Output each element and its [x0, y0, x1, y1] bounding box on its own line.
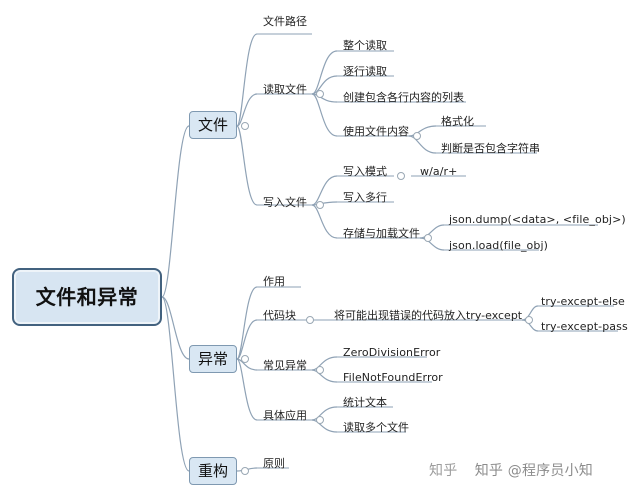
zero-division-node: ZeroDivisionError — [343, 346, 441, 359]
code-block-node: 代码块 — [263, 309, 296, 322]
branch-exception: 异常 — [189, 345, 237, 373]
read-whole-node: 整个读取 — [343, 39, 387, 52]
stats-node: 统计文本 — [343, 396, 387, 409]
read-list-node: 创建包含各行内容的列表 — [343, 91, 464, 104]
format-node: 格式化 — [441, 115, 474, 128]
collapse-toggle-icon — [241, 122, 249, 130]
write-multi-node: 写入多行 — [343, 191, 387, 204]
collapse-toggle-icon — [316, 201, 324, 209]
collapse-toggle-icon — [424, 234, 432, 242]
branch-refactor: 重构 — [189, 457, 237, 485]
common-exception-node: 常见异常 — [263, 359, 307, 372]
refactor-principle-node: 原则 — [263, 457, 285, 470]
file-path-node: 文件路径 — [263, 15, 307, 28]
root-node: 文件和异常 — [12, 268, 162, 326]
collapse-toggle-icon — [525, 316, 533, 324]
try-except-else-node: try-except-else — [541, 295, 625, 308]
collapse-toggle-icon — [413, 132, 421, 140]
apply-node: 具体应用 — [263, 409, 307, 422]
code-block-desc-node: 将可能出现错误的代码放入try-except — [334, 309, 523, 322]
collapse-toggle-icon — [397, 172, 405, 180]
exception-role-node: 作用 — [263, 275, 285, 288]
watermark-right: 知乎 @程序员小知 — [474, 463, 593, 479]
read-multi-files-node: 读取多个文件 — [343, 421, 409, 434]
write-mode-value-node: w/a/r+ — [420, 165, 458, 178]
use-content-node: 使用文件内容 — [343, 125, 409, 138]
json-dump-node: json.dump(<data>, <file_obj>) — [449, 213, 626, 226]
collapse-toggle-icon — [316, 90, 324, 98]
collapse-toggle-icon — [316, 366, 324, 374]
json-load-node: json.load(file_obj) — [449, 239, 548, 252]
read-file-node: 读取文件 — [263, 83, 307, 96]
read-line-node: 逐行读取 — [343, 65, 387, 78]
contains-string-node: 判断是否包含字符串 — [441, 142, 540, 155]
collapse-toggle-icon — [241, 355, 249, 363]
collapse-toggle-icon — [316, 416, 324, 424]
collapse-toggle-icon — [241, 467, 249, 475]
write-file-node: 写入文件 — [263, 196, 307, 209]
json-storage-node: 存储与加载文件 — [343, 227, 420, 240]
write-mode-node: 写入模式 — [343, 165, 387, 178]
collapse-toggle-icon — [306, 316, 314, 324]
watermark: 知乎 知乎 @程序员小知 — [429, 460, 593, 480]
branch-file: 文件 — [189, 111, 237, 139]
file-not-found-node: FileNotFoundError — [343, 371, 443, 384]
try-except-pass-node: try-except-pass — [541, 320, 628, 333]
watermark-left: 知乎 — [429, 463, 458, 479]
